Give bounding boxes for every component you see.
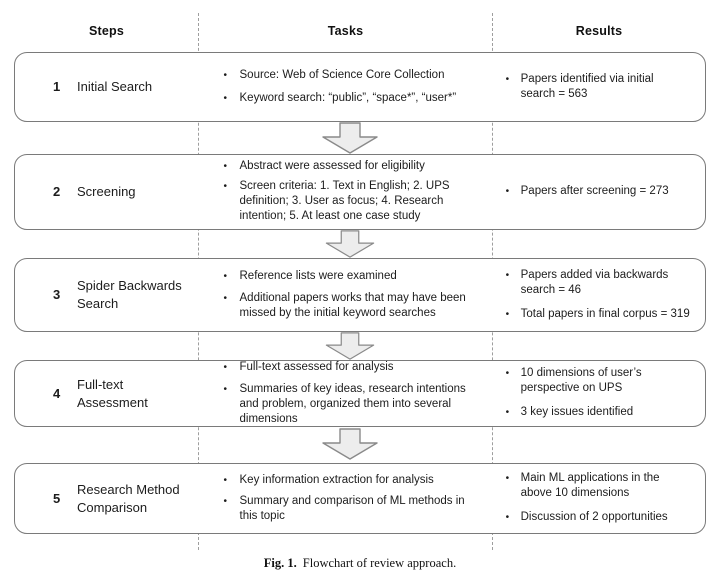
result-item: • Papers after screening = 273	[506, 184, 693, 200]
result-text: Main ML applications in the above 10 dim…	[520, 472, 660, 500]
bullet-icon: •	[223, 293, 228, 305]
result-text: Papers added via backwards search = 46	[520, 268, 669, 296]
result-text: Papers after screening = 273	[520, 185, 669, 198]
down-arrow-icon	[322, 428, 378, 460]
bullet-icon: •	[223, 384, 228, 395]
result-item: • Papers identified via initial search =…	[506, 72, 693, 102]
result-item: • 3 key issues identified	[506, 405, 693, 421]
result-item: • 10 dimensions of user’s perspective on…	[506, 366, 693, 396]
column-header-results: Results	[575, 24, 623, 38]
task-item: • Screen criteria: 1. Text in English; 2…	[224, 179, 484, 225]
bullet-icon: •	[505, 269, 510, 281]
step-number: 1	[53, 79, 61, 95]
figure-caption: Fig. 1. Flowchart of review approach.	[0, 556, 720, 571]
step-cell: 4 Full-text Assessment	[15, 376, 200, 411]
task-item: • Summary and comparison of ML methods i…	[224, 494, 484, 524]
task-item: • Key information extraction for analysi…	[224, 473, 484, 489]
step-number: 4	[53, 385, 61, 401]
result-item: • Total papers in final corpus = 319	[506, 307, 693, 323]
task-text: Keyword search: “public”, “space*”, “use…	[239, 91, 457, 104]
results-cell: • Papers identified via initial search =…	[492, 72, 705, 102]
bullet-icon: •	[223, 161, 228, 173]
results-cell: • Main ML applications in the above 10 d…	[492, 471, 705, 526]
task-item: • Reference lists were examined	[224, 269, 484, 285]
down-arrow-icon	[322, 122, 378, 154]
stage-box-spider-backwards-search: 3 Spider Backwards Search • Reference li…	[14, 258, 706, 332]
step-label: Spider Backwards Search	[77, 278, 182, 311]
step-label: Full-text Assessment	[77, 376, 148, 410]
task-item: • Summaries of key ideas, research inten…	[224, 382, 484, 428]
bullet-icon: •	[223, 180, 228, 192]
bullet-icon: •	[223, 495, 228, 507]
step-cell: 1 Initial Search	[15, 78, 200, 96]
task-item: • Source: Web of Science Core Collection	[224, 68, 484, 84]
stage-box-full-text-assessment: 4 Full-text Assessment • Full-text asses…	[14, 360, 706, 427]
bullet-icon: •	[505, 186, 510, 198]
step-label: Screening	[77, 184, 136, 200]
step-cell: 3 Spider Backwards Search	[15, 277, 200, 312]
bullet-icon: •	[223, 475, 228, 487]
task-text: Screen criteria: 1. Text in English; 2. …	[239, 179, 450, 223]
task-text: Full-text assessed for analysis	[239, 360, 394, 373]
stage-box-research-method-comparison: 5 Research Method Comparison • Key infor…	[14, 463, 706, 534]
task-text: Summaries of key ideas, research intenti…	[239, 383, 466, 426]
step-label: Research Method Comparison	[77, 481, 180, 515]
column-header-steps: Steps	[88, 24, 125, 38]
result-item: • Papers added via backwards search = 46	[506, 268, 693, 298]
task-text: Reference lists were examined	[239, 269, 397, 282]
result-item: • Main ML applications in the above 10 d…	[506, 471, 693, 501]
bullet-icon: •	[223, 270, 228, 282]
bullet-icon: •	[505, 512, 510, 524]
result-item: • Discussion of 2 opportunities	[506, 510, 693, 526]
results-cell: • 10 dimensions of user’s perspective on…	[492, 366, 705, 421]
results-cell: • Papers added via backwards search = 46…	[492, 268, 705, 323]
column-header-tasks: Tasks	[327, 24, 364, 38]
tasks-cell: • Key information extraction for analysi…	[200, 473, 492, 524]
task-text: Summary and comparison of ML methods in …	[239, 494, 465, 522]
down-arrow-icon	[325, 230, 375, 258]
stage-box-initial-search: 1 Initial Search • Source: Web of Scienc…	[14, 52, 706, 122]
tasks-cell: • Full-text assessed for analysis • Summ…	[200, 360, 492, 428]
result-text: Total papers in final corpus = 319	[520, 307, 690, 320]
step-number: 3	[53, 287, 61, 303]
step-label: Initial Search	[77, 79, 153, 95]
step-number: 2	[53, 184, 61, 200]
task-item: • Full-text assessed for analysis	[224, 360, 484, 376]
bullet-icon: •	[505, 473, 510, 485]
results-cell: • Papers after screening = 273	[492, 184, 705, 200]
bullet-icon: •	[505, 407, 510, 419]
bullet-icon: •	[505, 368, 510, 380]
bullet-icon: •	[505, 73, 510, 85]
task-item: • Additional papers works that may have …	[224, 291, 484, 321]
task-text: Additional papers works that may have be…	[239, 292, 466, 320]
result-text: Papers identified via initial search = 5…	[520, 72, 654, 100]
result-text: 3 key issues identified	[520, 406, 634, 419]
tasks-cell: • Source: Web of Science Core Collection…	[200, 68, 492, 106]
step-cell: 2 Screening	[15, 183, 200, 201]
bullet-icon: •	[223, 361, 228, 373]
task-text: Source: Web of Science Core Collection	[239, 69, 445, 81]
step-number: 5	[53, 490, 61, 506]
step-cell: 5 Research Method Comparison	[15, 481, 200, 516]
bullet-icon: •	[223, 70, 228, 81]
stage-box-screening: 2 Screening • Abstract were assessed for…	[14, 154, 706, 230]
result-text: 10 dimensions of user’s perspective on U…	[520, 367, 642, 395]
tasks-cell: • Abstract were assessed for eligibility…	[200, 159, 492, 224]
task-text: Key information extraction for analysis	[239, 474, 434, 487]
down-arrow-icon	[325, 332, 375, 360]
bullet-icon: •	[223, 92, 228, 104]
task-item: • Abstract were assessed for eligibility	[224, 159, 484, 175]
figure-caption-text: Flowchart of review approach.	[302, 556, 457, 570]
figure-caption-label: Fig. 1.	[263, 556, 297, 570]
bullet-icon: •	[505, 308, 510, 320]
result-text: Discussion of 2 opportunities	[520, 511, 668, 524]
task-item: • Keyword search: “public”, “space*”, “u…	[224, 91, 484, 107]
task-text: Abstract were assessed for eligibility	[239, 160, 425, 173]
tasks-cell: • Reference lists were examined • Additi…	[200, 269, 492, 322]
